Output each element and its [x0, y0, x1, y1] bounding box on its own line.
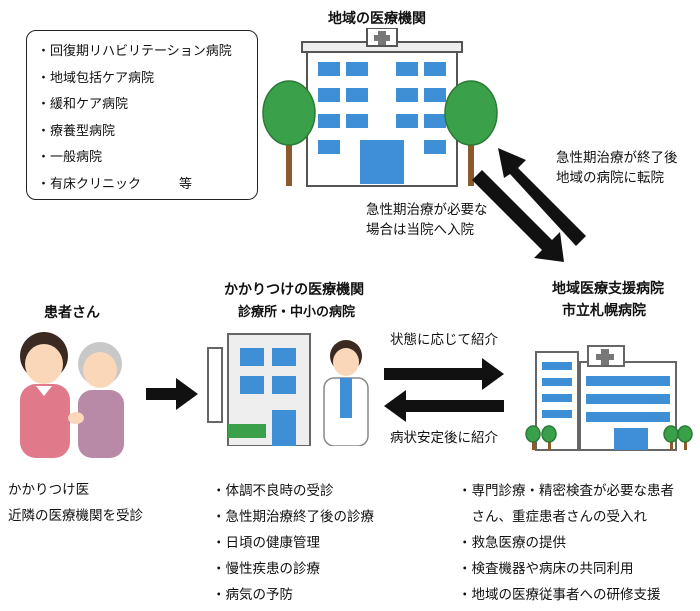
list-item: ・日頃の健康管理 [212, 535, 320, 551]
patient-icon [20, 332, 124, 458]
arrow-up-left-icon [498, 148, 586, 246]
regional-hospital-icon [262, 28, 498, 187]
list-item: ・専門診療・精密検査が必要な患者 [458, 483, 674, 499]
regional-list: ・回復期リハビリテーション病院 ・地域包括ケア病院 ・緩和ケア病院 ・療養型病院… [37, 39, 232, 198]
list-suffix: 等 [179, 176, 193, 192]
list-item: ・有床クリニック 等 [37, 172, 232, 199]
list-item: ・回復期リハビリテーション病院 [37, 44, 232, 59]
list-item: ・検査機器や病床の共同利用 [458, 561, 634, 577]
middle-arrows [384, 358, 504, 422]
list-item: ・慢性疾患の診療 [212, 561, 320, 577]
hospital-title: 地域医療支援病院 [552, 281, 664, 297]
diagonal-arrows [472, 148, 586, 262]
list-item-label: ・有床クリニック [37, 176, 142, 192]
to-regional-line-2: 地域の病院に転院 [556, 170, 664, 186]
hospital-roles: ・専門診療・精密検査が必要な患者 さん、重症患者さんの受入れ ・救急医療の提供 … [458, 478, 674, 608]
list-item: ・体調不良時の受診 [212, 483, 334, 499]
list-item: ・緩和ケア病院 [37, 97, 129, 112]
clinic-subtitle: 診療所・中小の病院 [238, 305, 356, 320]
regional-title: 地域の医療機関 [328, 11, 426, 27]
patient-note-2: 近隣の医療機関を受診 [8, 508, 143, 524]
arrow-right-icon [146, 378, 198, 410]
regional-list-box: ・回復期リハビリテーション病院 ・地域包括ケア病院 ・緩和ケア病院 ・療養型病院… [26, 30, 258, 200]
list-item: ・一般病院 [37, 150, 103, 165]
patient-note-1: かかりつけ医 [8, 482, 90, 498]
return-label: 病状安定後に紹介 [390, 430, 498, 446]
to-hospital-line-2: 場合は当院へ入院 [366, 222, 474, 238]
arrow-right-icon [384, 358, 504, 390]
arrow-down-right-icon [472, 170, 564, 262]
hospital-subtitle: 市立札幌病院 [562, 303, 646, 319]
refer-label: 状態に応じて紹介 [390, 332, 498, 348]
to-hospital-line-1: 急性期治療が必要な [366, 202, 488, 218]
list-item: ・地域の医療従事者への研修支援 [458, 587, 661, 603]
list-item: ・病気の予防 [212, 587, 293, 603]
list-item: ・療養型病院 [37, 123, 116, 139]
clinic-icon [207, 333, 369, 446]
list-item: さん、重症患者さんの受入れ [458, 509, 647, 525]
clinic-title: かかりつけの医療機関 [224, 282, 365, 298]
patient-title: 患者さん [44, 305, 100, 321]
list-item: ・救急医療の提供 [458, 535, 566, 551]
list-item: ・地域包括ケア病院 [37, 70, 155, 86]
arrow-left-icon [384, 390, 504, 422]
clinic-roles: ・体調不良時の受診 ・急性期治療終了後の診療 ・日頃の健康管理 ・慢性疾患の診療… [212, 478, 374, 608]
to-regional-line-1: 急性期治療が終了後 [556, 150, 678, 166]
list-item: ・急性期治療終了後の診療 [212, 509, 374, 525]
hospital-icon [525, 345, 693, 451]
